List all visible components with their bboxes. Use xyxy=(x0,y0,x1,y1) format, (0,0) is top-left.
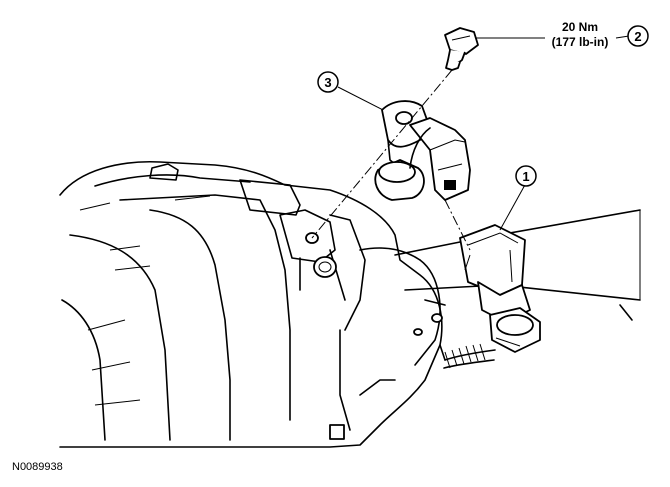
figure-id: N0089938 xyxy=(12,461,63,473)
alignment-centerlines xyxy=(311,69,471,251)
callout-3: 3 xyxy=(317,71,339,93)
callout-1: 1 xyxy=(515,165,537,187)
callout-1-number: 1 xyxy=(522,169,529,184)
callout-2: 2 xyxy=(627,25,649,47)
sensor-mounting-boss xyxy=(279,209,346,301)
torque-spec-imperial: (177 lb-in) xyxy=(552,35,609,49)
axle-housing xyxy=(59,160,443,448)
torque-spec-metric: 20 Nm xyxy=(562,20,598,34)
sensor-bolt xyxy=(444,27,479,71)
callout-2-number: 2 xyxy=(634,29,641,44)
output-shaft-housing xyxy=(329,209,641,440)
speed-sensor xyxy=(374,117,471,201)
callout-3-number: 3 xyxy=(324,75,331,90)
electrical-connector xyxy=(459,224,541,353)
leader-lines xyxy=(337,35,630,231)
wiring-harness xyxy=(443,343,496,369)
